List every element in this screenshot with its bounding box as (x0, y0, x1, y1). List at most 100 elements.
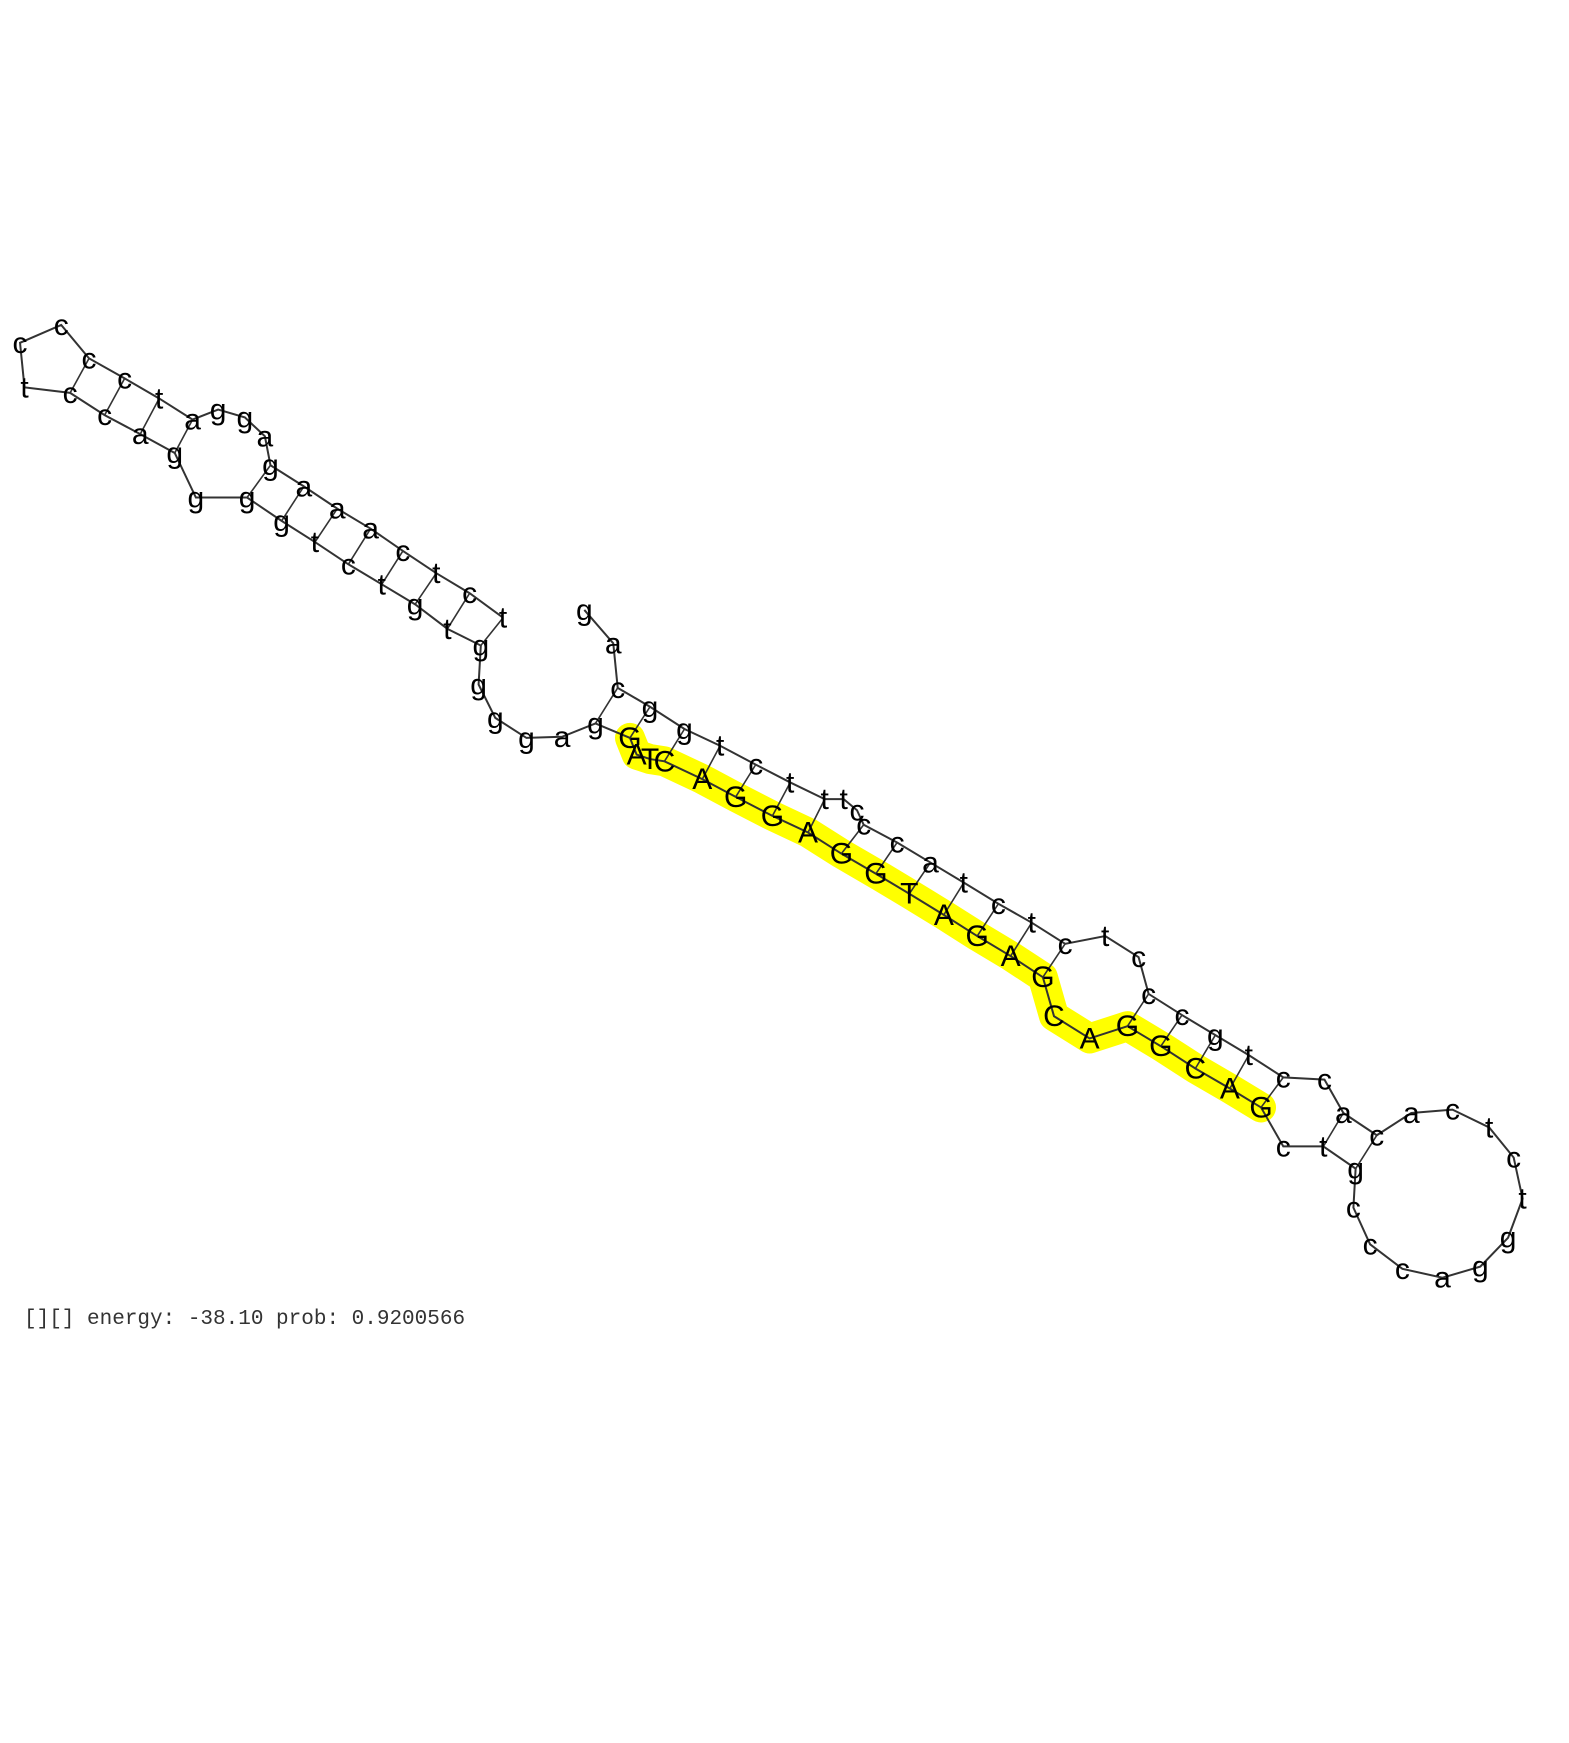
base-pair-line (663, 728, 686, 762)
nucleotide: A (1220, 1073, 1240, 1106)
nucleotide: a (554, 721, 571, 754)
nucleotide: c (991, 888, 1006, 921)
base-pair-line (69, 358, 90, 394)
nucleotide: g (518, 722, 535, 755)
nucleotide: C (1185, 1052, 1207, 1085)
nucleotide: A (798, 817, 818, 850)
nucleotide: c (1369, 1119, 1384, 1152)
nucleotide: g (587, 707, 604, 740)
nucleotide: A (627, 739, 647, 772)
nucleotide: g (166, 437, 183, 470)
base-pair-line (1194, 1034, 1217, 1069)
base-pair-line (174, 419, 194, 454)
nucleotide: a (922, 847, 939, 880)
nucleotide: G (724, 781, 747, 814)
nucleotide: g (1347, 1153, 1364, 1186)
nucleotide: t (1518, 1183, 1527, 1216)
nucleotide: g (237, 401, 254, 434)
nucleotide: G (761, 800, 784, 833)
nucleotide: c (63, 377, 78, 410)
base-pair-line (840, 824, 865, 855)
nucleotide: c (610, 672, 625, 705)
base-pair-line (1229, 1054, 1250, 1089)
nucleotide: c (1506, 1142, 1521, 1175)
nucleotide: g (576, 594, 593, 627)
nucleotide: g (1500, 1222, 1517, 1255)
nucleotide: a (257, 420, 274, 453)
base-pair-line (280, 485, 305, 522)
nucleotide: g (1472, 1251, 1489, 1284)
nucleotide: C (1043, 1000, 1065, 1033)
nucleotide: A (1080, 1022, 1100, 1055)
base-pair-line (1354, 1134, 1378, 1170)
nucleotide: c (1141, 978, 1156, 1011)
base-pair-line (480, 617, 504, 647)
base-pair-line (1322, 1112, 1345, 1147)
nucleotide: c (82, 342, 97, 375)
nucleotide: T (641, 743, 659, 776)
base-pair-line (594, 687, 619, 724)
nucleotide: t (311, 526, 320, 559)
nucleotide: g (642, 691, 659, 724)
nucleotide: c (54, 309, 69, 342)
nucleotide: t (786, 766, 795, 799)
nucleotide: T (900, 878, 918, 911)
nucleotide: g (262, 449, 279, 482)
base-pair-line (629, 706, 651, 739)
nucleotide: t (378, 568, 387, 601)
energy-probability-label: [][] energy: -38.10 prob: 0.9200566 (24, 1308, 466, 1331)
nucleotide: c (1317, 1064, 1332, 1097)
nucleotide: a (184, 404, 201, 437)
base-pair-layer (69, 358, 1378, 1170)
base-pair-line (807, 798, 826, 833)
nucleotide: g (273, 505, 290, 538)
base-pair-line (735, 764, 757, 798)
base-pair-line (246, 464, 272, 498)
nucleotide: G (1249, 1091, 1272, 1124)
nucleotide: c (850, 794, 865, 827)
nucleotide: t (960, 867, 969, 900)
nucleotide: g (472, 630, 489, 663)
nucleotide: A (692, 763, 712, 796)
nucleotide: g (407, 588, 424, 621)
nucleotide: c (1058, 928, 1073, 961)
nucleotide: g (676, 713, 693, 746)
base-pair-line (1160, 1014, 1183, 1047)
nucleotide: g (210, 394, 227, 427)
nucleotide: G (618, 722, 641, 755)
base-pair-line (446, 592, 471, 630)
nucleotide: g (188, 482, 205, 515)
nucleotide: c (1276, 1061, 1291, 1094)
nucleotide: c (13, 327, 28, 360)
nucleotide: t (1028, 907, 1037, 940)
nucleotide: a (1335, 1097, 1352, 1130)
base-pair-line (314, 508, 338, 543)
nucleotide: G (1116, 1010, 1139, 1043)
nucleotide: A (934, 899, 954, 932)
nucleotide: c (856, 809, 871, 842)
nucleotide: a (329, 493, 346, 526)
nucleotide: t (716, 730, 725, 763)
nucleotide: a (132, 418, 149, 451)
nucleotide: a (605, 627, 622, 660)
nucleotide: c (341, 548, 356, 581)
backbone-line (18, 323, 1524, 1279)
base-pair-line (875, 842, 898, 875)
nucleotide: t (20, 371, 29, 404)
nucleotide: t (1101, 920, 1110, 953)
nucleotide: a (296, 470, 313, 503)
nucleotide: c (1276, 1130, 1291, 1163)
base-pair-line (943, 882, 965, 916)
nucleotide: A (1001, 940, 1021, 973)
nucleotide: a (1403, 1097, 1420, 1130)
nucleotide: t (443, 613, 452, 646)
nucleotide: c (1131, 941, 1146, 974)
nucleotide: G (1031, 961, 1054, 994)
nucleotide: t (839, 783, 848, 816)
base-pair-line (414, 572, 437, 605)
nucleotide: c (97, 399, 112, 432)
nucleotide: G (966, 920, 989, 953)
base-pair-line (1126, 993, 1150, 1027)
